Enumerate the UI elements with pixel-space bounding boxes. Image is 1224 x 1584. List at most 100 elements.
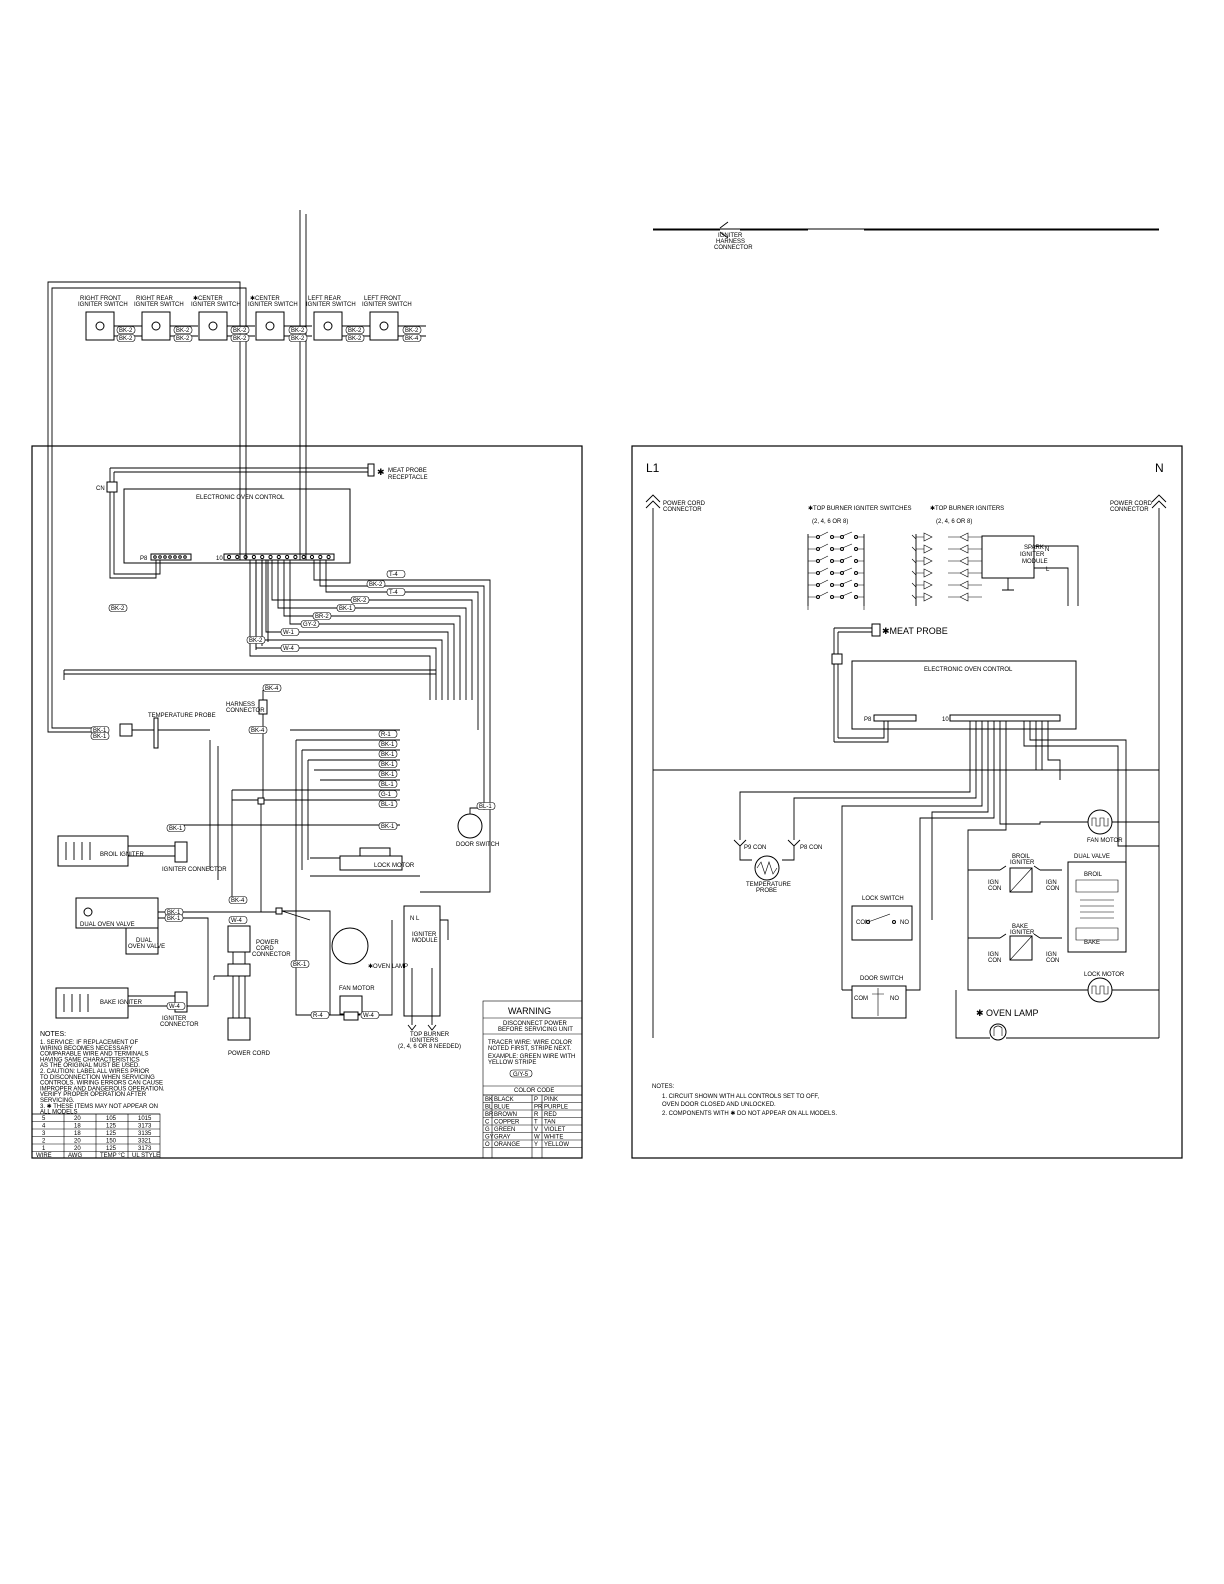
left-dual-oven-valve: DUAL OVEN VALVE DUAL OVEN VALVE [75,897,190,955]
color-code-cell: PURPLE [544,1105,568,1111]
svg-text:BL-1: BL-1 [381,802,394,808]
note-line: VERIFY PROPER OPERATION AFTER [40,1092,147,1098]
color-code-cell: BROWN [494,1112,517,1118]
svg-text:W-4: W-4 [231,918,243,924]
wire-tag: W-4 [228,916,248,924]
wire-tag: BK-1 [378,770,398,778]
svg-text:MODULE: MODULE [412,938,438,944]
color-code-cell: BR [485,1112,494,1118]
control-pin [268,554,273,560]
wire-tag: W-4 [280,644,300,652]
control-pin [260,554,265,560]
wire-tag: BK-4 [248,726,268,734]
svg-text:BROIL: BROIL [1012,854,1031,860]
svg-text:P8 CON: P8 CON [800,845,822,851]
svg-text:BK-1: BK-1 [167,910,181,916]
svg-text:BK-2: BK-2 [111,606,125,612]
wire-tag: T-4 [386,570,406,578]
svg-text:HARNESS: HARNESS [716,239,745,245]
svg-text:NO: NO [900,920,909,926]
color-code-cell: PR [534,1105,543,1111]
svg-text:ELECTRONIC OVEN CONTROL: ELECTRONIC OVEN CONTROL [196,495,285,501]
control-pin [301,554,306,560]
wire-table-cell: 18 [74,1131,81,1137]
left-power-cord-connector: POWER CORD CONNECTOR POWER CORD [213,925,291,1057]
svg-text:BK-2: BK-2 [291,328,305,334]
color-code-cell: GY [485,1135,494,1141]
wire-tag: BK-2 [230,326,250,334]
svg-text:BK-1: BK-1 [381,752,395,758]
svg-text:POWER CORD: POWER CORD [228,1051,271,1057]
left-bus-wires [170,729,400,912]
wire-table-cell: 3 [42,1131,46,1137]
switch-label: IGNITER SWITCH [134,302,184,308]
switch-label: LEFT FRONT [364,296,401,302]
color-code-cell: ORANGE [494,1142,520,1148]
control-pin [226,554,232,560]
svg-text:POWER: POWER [256,940,279,946]
wire-tag: R-1 [378,730,398,738]
wire-tag: BL-1 [378,800,398,808]
svg-text:BK-2: BK-2 [119,336,133,342]
right-door-switch: DOOR SWITCH COM NO [851,976,907,1019]
svg-text:DOOR SWITCH: DOOR SWITCH [456,842,499,848]
svg-text:W-4: W-4 [363,1013,375,1019]
svg-text:CORD: CORD [256,946,274,952]
note-line: COMPARABLE WIRE AND TERMINALS [40,1052,148,1058]
svg-text:BK-4: BK-4 [405,336,419,342]
color-code-cell: Y [534,1142,538,1148]
svg-text:BK-2: BK-2 [176,328,190,334]
wire-table-cell: 150 [106,1139,117,1145]
right-electronic-oven-control: ELECTRONIC OVEN CONTROL P8 10 [834,660,1077,743]
right-meat-probe: ✱MEAT PROBE [831,623,948,742]
svg-text:W-4: W-4 [283,646,295,652]
switch-label: RIGHT FRONT [80,296,121,302]
switch-label: IGNITER SWITCH [191,302,241,308]
svg-text:LOCK SWITCH: LOCK SWITCH [862,896,904,902]
right-lock-motor: LOCK MOTOR [1084,972,1125,1003]
color-code-cell: VIOLET [544,1127,566,1133]
wire-table-cell: 125 [106,1131,117,1137]
note-line: HAVING SAME CHARACTERISTICS [40,1057,140,1063]
svg-text:1. CIRCUIT SHOWN WITH ALL CON: 1. CIRCUIT SHOWN WITH ALL CONTROLS SET T… [662,1094,819,1100]
svg-text:P8: P8 [864,717,872,723]
right-rails: L1 N POWER CORD CONNECTOR POWER CORD CON… [645,461,1167,1038]
svg-text:RECEPTACLE: RECEPTACLE [388,475,428,481]
control-pin [309,554,315,560]
wire-tag: BK-2 [345,334,365,342]
control-pin [178,555,182,559]
wire-tag: BK-1 [166,824,186,832]
control-pin [173,555,177,559]
color-code-cell: W [534,1135,540,1141]
left-igniter-module: IGNITER MODULE N L TOP BURNER IGNITERS (… [398,905,461,1050]
svg-text:BAKE IGNITER: BAKE IGNITER [100,1000,143,1006]
svg-text:BK-1: BK-1 [169,826,183,832]
svg-text:2. COMPONENTS WITH ✱ DO NOT A: 2. COMPONENTS WITH ✱ DO NOT APPEAR ON AL… [662,1110,837,1117]
wire-table-header: UL STYLE [132,1153,160,1159]
wire-table-cell: 20 [74,1116,81,1122]
svg-text:10: 10 [942,717,949,723]
wire-tag: BK-2 [288,326,308,334]
right-broil-bake-section: BROIL IGNITER BAKE IGNITER IGN CON IGN C… [968,854,1127,964]
svg-text:P9 CON: P9 CON [744,845,766,851]
svg-text:IGNITER: IGNITER [718,233,743,239]
wire-table-header: TEMP °C [100,1153,126,1159]
left-broil-igniter: BROIL IGNITER IGNITER CONNECTOR [57,835,227,873]
svg-text:BK-2: BK-2 [233,328,247,334]
left-temperature-probe: TEMPERATURE PROBE [119,713,216,749]
svg-text:CONNECTOR: CONNECTOR [160,1022,199,1028]
wire-table-cell: 3135 [138,1131,152,1137]
svg-text:FAN MOTOR: FAN MOTOR [339,986,375,992]
svg-text:IGNITER: IGNITER [412,932,437,938]
svg-text:LOCK MOTOR: LOCK MOTOR [1084,972,1125,978]
control-pin [318,554,323,560]
svg-text:G/Y-5: G/Y-5 [513,1072,529,1078]
switch-label: ✱CENTER [250,295,280,302]
svg-text:BEFORE SERVICING UNIT: BEFORE SERVICING UNIT [498,1027,573,1033]
svg-text:G-1: G-1 [381,792,392,798]
note-line: IMPROPER AND DANGEROUS OPERATION. [40,1086,165,1092]
svg-text:R-4: R-4 [313,1013,323,1019]
svg-text:BR-2: BR-2 [315,614,329,620]
